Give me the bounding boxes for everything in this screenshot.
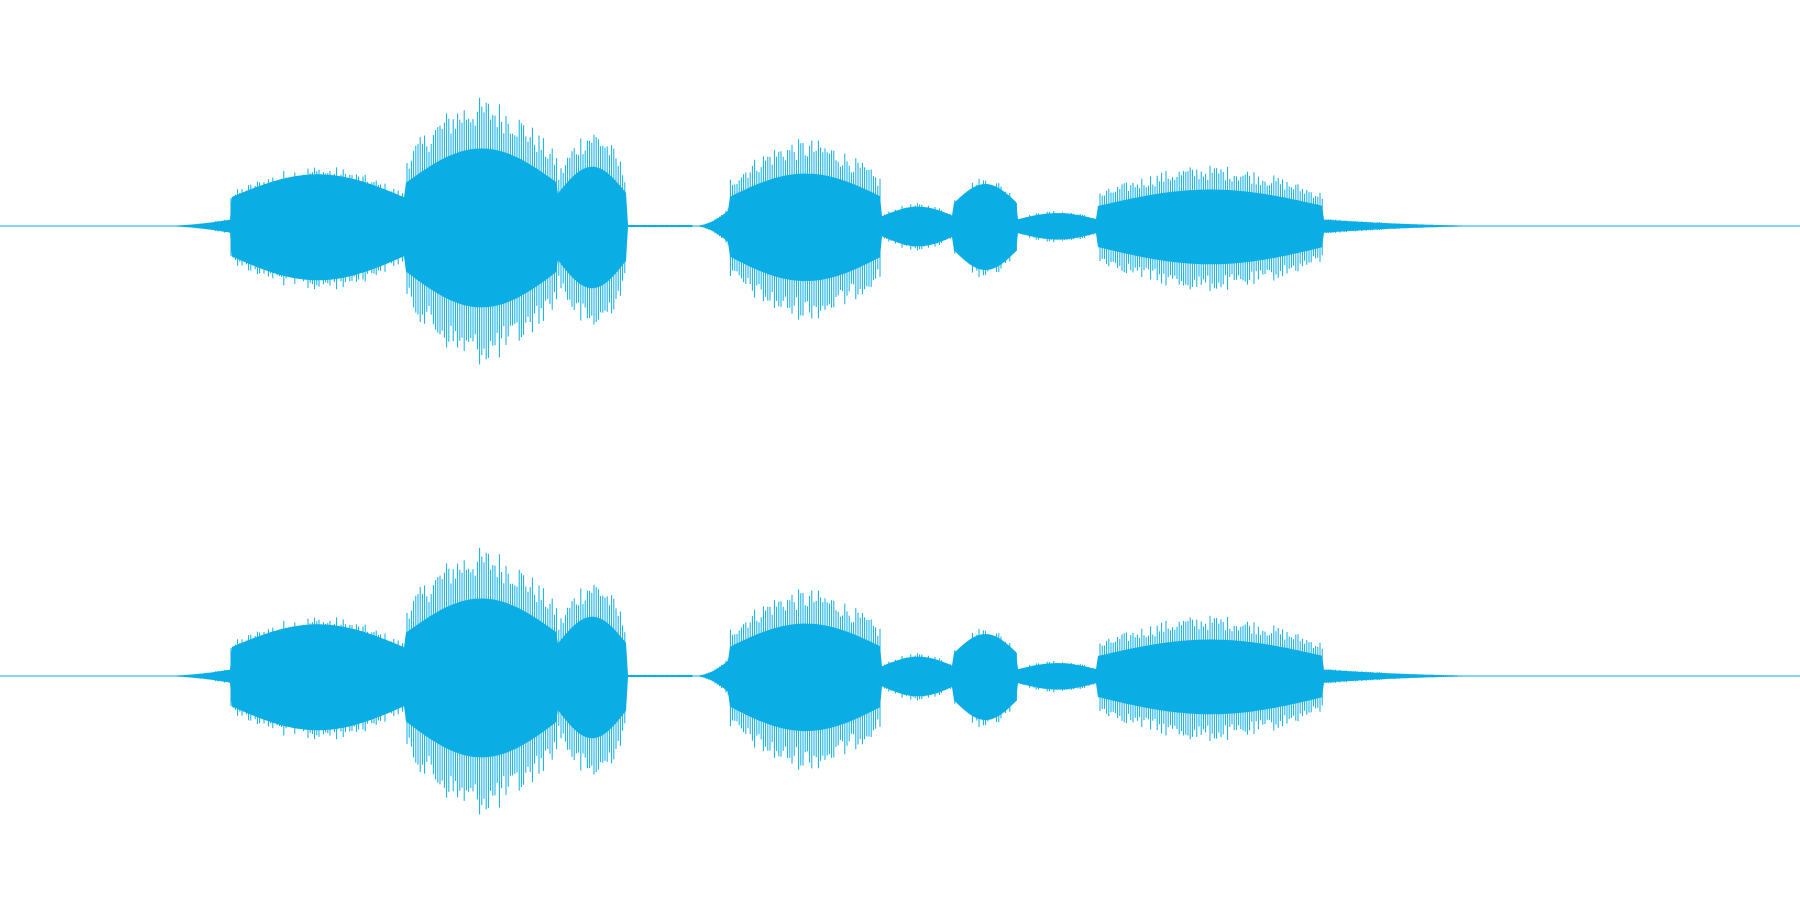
waveform-peaks xyxy=(162,97,1495,365)
waveform-channel-left xyxy=(0,97,1800,365)
waveform-peaks xyxy=(162,547,1495,815)
waveform-channel-right xyxy=(0,547,1800,815)
